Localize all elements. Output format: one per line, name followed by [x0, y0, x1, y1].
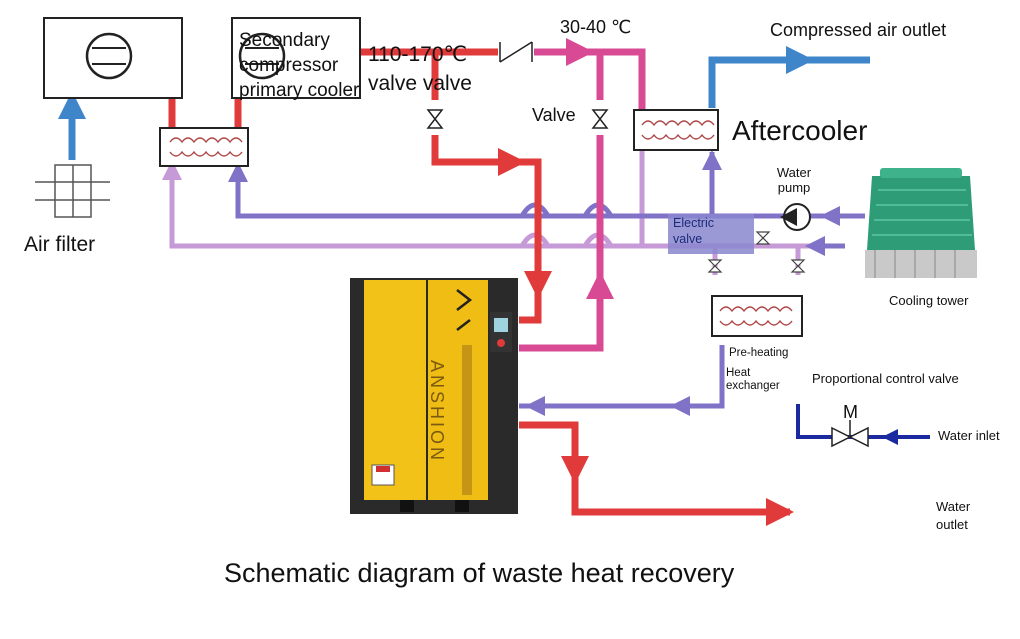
hot-temperature-label: 110-170℃ valve valve [368, 43, 472, 96]
valve-icon-hot [426, 100, 444, 135]
water-inlet-label: Water inlet [938, 428, 1000, 443]
aftercooler-label: Aftercooler [732, 115, 868, 146]
secondary-compressor-unit [231, 17, 361, 99]
secondary-compressor-primary-cooler-label: Secondary compressor primary cooler [239, 30, 360, 102]
preheating-heat-exchanger-unit [711, 295, 803, 337]
air-compressor-machine [350, 278, 518, 514]
proportional-control-valve-label: Proportional control valve [812, 371, 959, 386]
cooling-tower-image [865, 168, 977, 278]
valve-icon-warm [591, 100, 609, 135]
proportional-valve-icon [831, 420, 869, 448]
primary-cooler [159, 127, 249, 167]
water-inlet-pipes [796, 404, 930, 445]
preheating-label: Pre-heating [729, 347, 789, 359]
aftercooler-unit [633, 109, 719, 151]
diagram-title: Schematic diagram of waste heat recovery [224, 558, 735, 588]
air-filter-label: Air filter [24, 233, 96, 256]
warm-oil-pipes [519, 38, 646, 352]
primary-compressor-unit [43, 17, 183, 99]
check-valve-icon [498, 41, 534, 63]
electric-valve-box [668, 214, 754, 254]
compressed-air-pipes [58, 46, 870, 160]
compressed-air-outlet-label: Compressed air outlet [770, 20, 947, 40]
motor-label: M [843, 402, 858, 422]
heat-exchanger-label: Heat exchanger [726, 367, 780, 393]
warm-temperature-label: 30-40 ℃ [560, 17, 632, 37]
cooling-return-pipes [228, 150, 865, 416]
electric-valve-label: Electric valve [673, 216, 714, 247]
brand-label: ANSHION [427, 360, 447, 464]
water-outlet-label: Water outlet [936, 499, 971, 532]
cooling-supply-pipes [162, 150, 845, 275]
small-valve-icons [707, 231, 806, 273]
valve-label: Valve [532, 105, 576, 125]
cooling-tower-label: Cooling tower [889, 293, 969, 308]
hot-oil-pipes [168, 48, 794, 526]
air-filter-icon [35, 164, 110, 218]
water-pump-icon [780, 203, 811, 231]
water-pump-label: Water pump [776, 165, 812, 195]
